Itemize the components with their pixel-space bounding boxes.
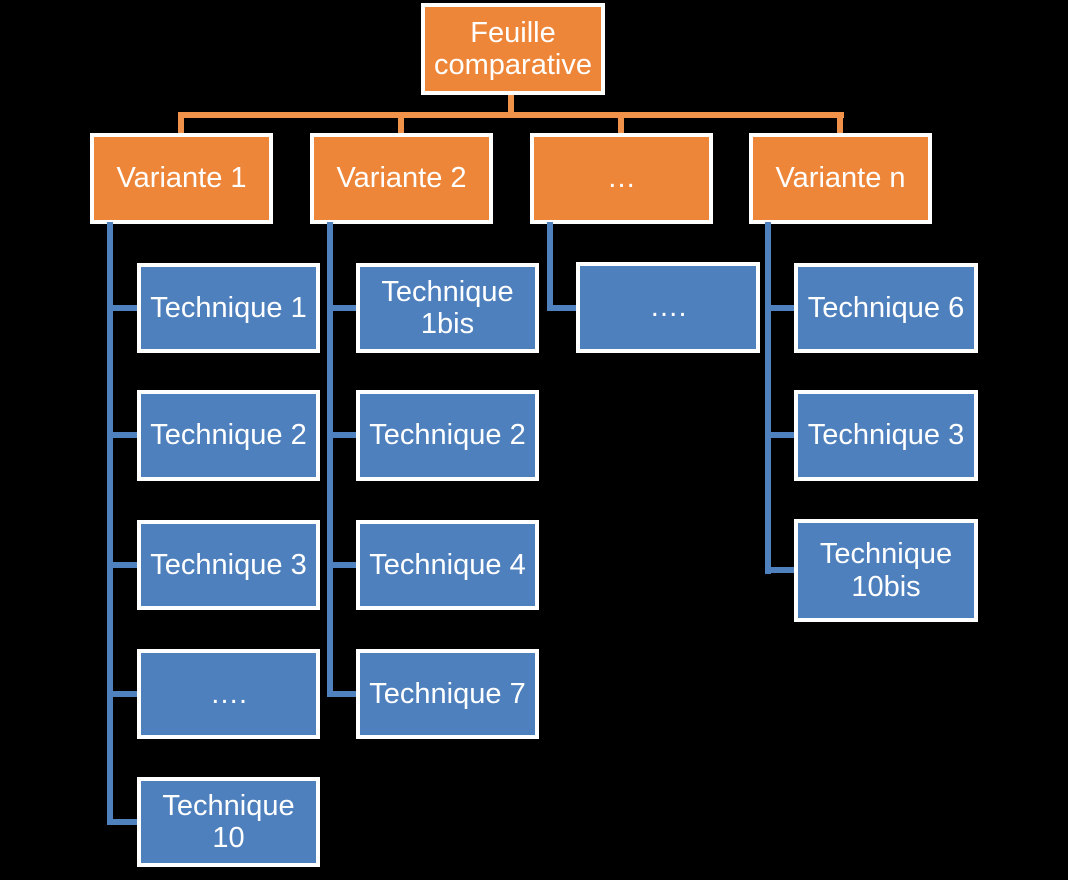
connector-col1-stub-2 [107,432,137,438]
connector-col4-stub-1 [765,305,794,311]
connector-stub-variant-3 [618,118,624,134]
root-node: Feuille comparative [421,3,605,95]
connector-col1-vertical [107,222,113,825]
connector-col1-stub-5 [107,819,137,825]
connector-col2-stub-4 [327,691,356,697]
connector-col4-stub-2 [765,432,794,438]
connector-col4-vertical [765,222,771,574]
technique-node-1-4: …. [137,649,320,739]
connector-col3-stub-1 [547,305,576,311]
connector-col2-stub-3 [327,562,356,568]
connector-root-stub [508,95,514,115]
variant-node-ellipsis: … [530,133,713,224]
connector-variants-horizontal [178,112,844,118]
technique-node-1-5: Technique 10 [137,777,320,867]
connector-col3-vertical [547,222,553,311]
technique-node-2-1: Technique 1bis [356,263,539,353]
connector-col1-stub-3 [107,562,137,568]
technique-node-1-2: Technique 2 [137,390,320,481]
connector-col2-stub-2 [327,432,356,438]
variant-node-n: Variante n [749,133,932,224]
technique-node-1-3: Technique 3 [137,520,320,610]
connector-col1-stub-1 [107,305,137,311]
connector-col2-vertical [327,222,333,697]
technique-node-3-1: …. [576,262,760,353]
connector-stub-variant-n [837,118,843,134]
connector-col1-stub-4 [107,691,137,697]
technique-node-2-3: Technique 4 [356,520,539,610]
variant-node-2: Variante 2 [310,133,493,224]
technique-node-4-3: Technique 10bis [794,519,978,622]
connector-col4-stub-3 [765,567,794,573]
variant-node-1: Variante 1 [90,133,273,224]
technique-node-4-2: Technique 3 [794,390,978,481]
connector-stub-variant-1 [178,118,184,134]
technique-node-2-4: Technique 7 [356,649,539,739]
technique-node-4-1: Technique 6 [794,263,978,353]
technique-node-1-1: Technique 1 [137,263,320,353]
technique-node-2-2: Technique 2 [356,390,539,481]
connector-stub-variant-2 [398,118,404,134]
connector-col2-stub-1 [327,305,356,311]
